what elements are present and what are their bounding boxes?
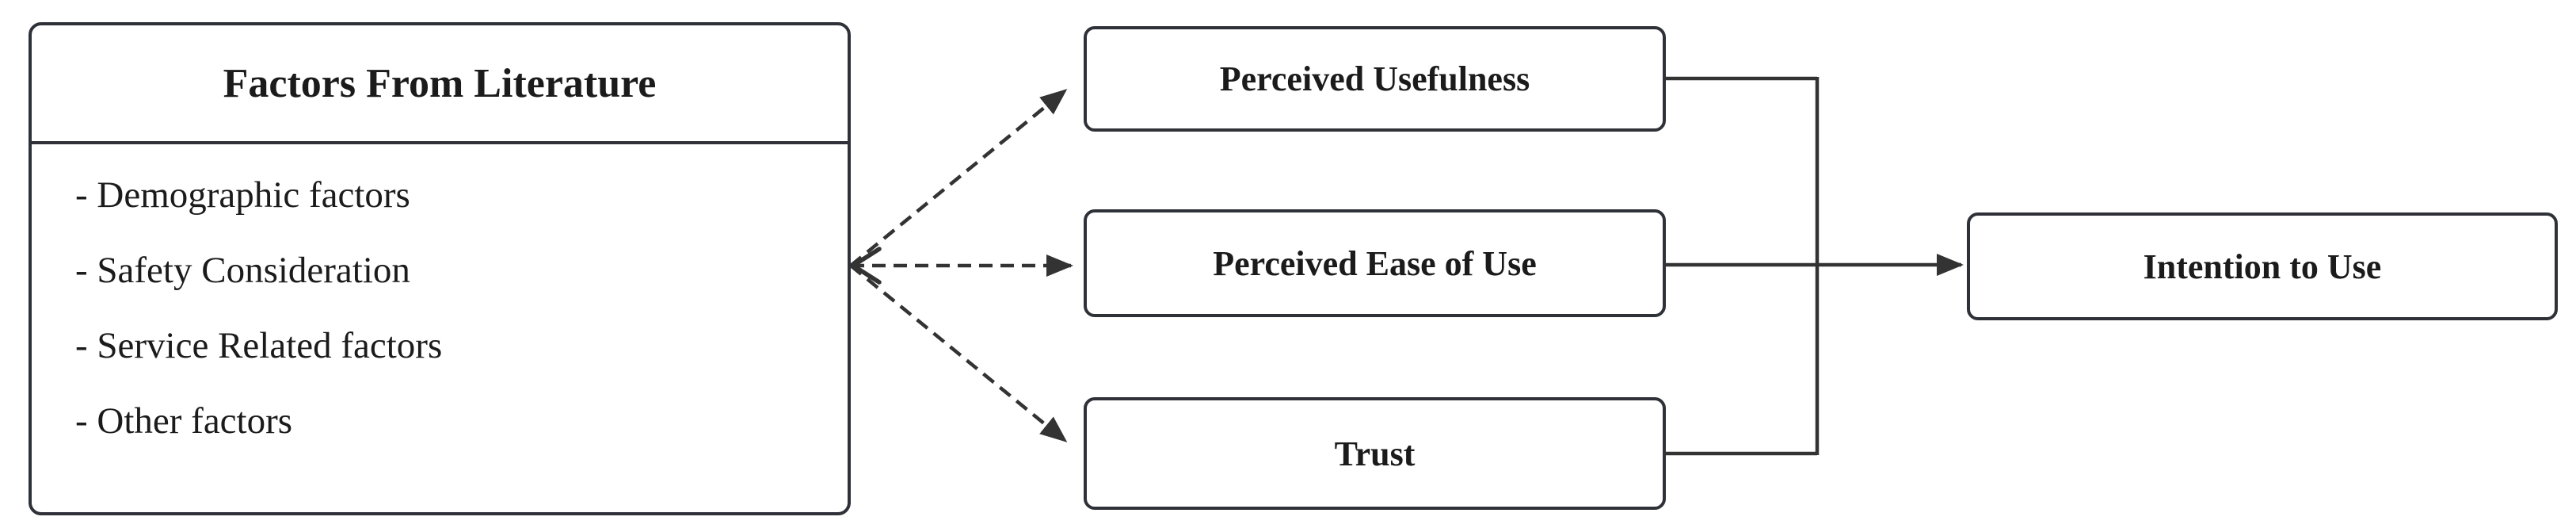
dashed-arrow-group [849, 89, 1073, 442]
literature-item-safety: - Safety Consideration [75, 250, 410, 291]
literature-item-demographic: - Demographic factors [75, 174, 410, 216]
perceived-usefulness-label: Perceived Usefulness [1219, 59, 1530, 98]
factors-from-literature-box: Factors From Literature - Demographic fa… [29, 22, 851, 515]
convergence-left-arrowhead [851, 247, 882, 285]
edge-literature-to-perceived-usefulness [849, 89, 1068, 267]
edge-literature-to-trust [849, 264, 1068, 442]
literature-item-other: - Other factors [75, 400, 293, 442]
solid-connector-group [1664, 76, 1964, 456]
perceived-usefulness-box: Perceived Usefulness [1084, 26, 1666, 132]
literature-item-service: - Service Related factors [75, 325, 443, 366]
trust-box: Trust [1084, 397, 1666, 510]
trust-label: Trust [1334, 434, 1416, 473]
perceived-ease-of-use-box: Perceived Ease of Use [1084, 209, 1666, 317]
perceived-ease-of-use-label: Perceived Ease of Use [1213, 243, 1537, 283]
literature-box-title: Factors From Literature [32, 25, 848, 144]
literature-box-items: - Demographic factors - Safety Considera… [32, 144, 848, 459]
intention-to-use-box: Intention to Use [1967, 212, 2558, 320]
intention-to-use-label: Intention to Use [2143, 247, 2382, 286]
